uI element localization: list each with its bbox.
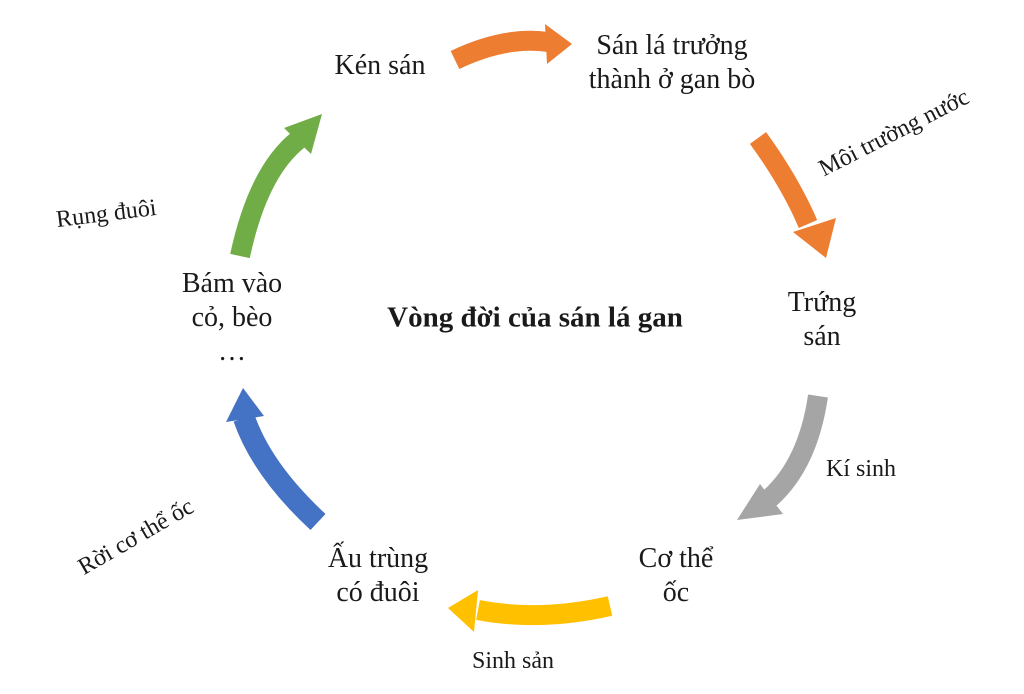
node-san-la-truong-thanh: Sán lá trưởng thành ở gan bò bbox=[589, 29, 755, 97]
arrow-shaft bbox=[476, 596, 613, 626]
arrow-head bbox=[284, 114, 322, 154]
node-san-la-line-1: Sán lá trưởng bbox=[596, 30, 748, 61]
arrow-shaft bbox=[749, 132, 818, 228]
edge-label-ki-sinh: Kí sinh bbox=[826, 456, 897, 482]
arrow-shaft bbox=[233, 414, 326, 531]
arrow-ken-to-san-la bbox=[450, 24, 572, 70]
arrow-head bbox=[545, 24, 572, 64]
node-au-trung-line-1: Ấu trùng bbox=[327, 543, 429, 574]
node-bam-vao-co-beo: Bám vào cỏ, bèo … bbox=[182, 267, 282, 369]
arrow-san-la-to-trung bbox=[749, 132, 836, 258]
node-san-la-line-2: thành ở gan bò bbox=[588, 64, 756, 95]
node-co-the-oc-line-1: Cơ thể bbox=[638, 543, 714, 574]
edge-label-sinh-san: Sinh sản bbox=[472, 648, 555, 674]
arrow-au-trung-to-bam bbox=[226, 388, 326, 531]
node-bam-vao-line-1: Bám vào bbox=[181, 268, 283, 299]
node-trung-san-line-2: sán bbox=[803, 321, 841, 352]
arrow-shaft bbox=[763, 394, 828, 506]
arrow-oc-to-au-trung bbox=[448, 590, 613, 632]
node-trung-san-line-1: Trứng bbox=[787, 287, 857, 318]
arrow-head bbox=[793, 218, 836, 258]
arrow-head bbox=[448, 590, 478, 632]
diagram-title: Vòng đời của sán lá gan bbox=[387, 301, 683, 334]
node-bam-vao-line-3: … bbox=[218, 336, 246, 367]
arrow-shaft bbox=[230, 132, 305, 259]
arrow-bam-to-ken bbox=[230, 114, 322, 259]
arrow-head bbox=[226, 388, 264, 422]
node-co-the-oc: Cơ thể ốc bbox=[639, 542, 714, 610]
node-au-trung-line-2: có đuôi bbox=[336, 577, 420, 608]
node-bam-vao-line-2: cỏ, bèo bbox=[191, 302, 273, 333]
arrow-shaft bbox=[450, 30, 550, 70]
node-au-trung-co-duoi: Ấu trùng có đuôi bbox=[328, 542, 428, 610]
node-co-the-oc-line-2: ốc bbox=[662, 577, 690, 608]
node-ken-san: Kén sán bbox=[335, 49, 426, 83]
node-trung-san: Trứng sán bbox=[788, 286, 857, 354]
node-ken-san-line-1: Kén sán bbox=[334, 50, 426, 81]
arrow-head bbox=[737, 484, 783, 520]
arrow-trung-to-oc bbox=[737, 394, 828, 520]
